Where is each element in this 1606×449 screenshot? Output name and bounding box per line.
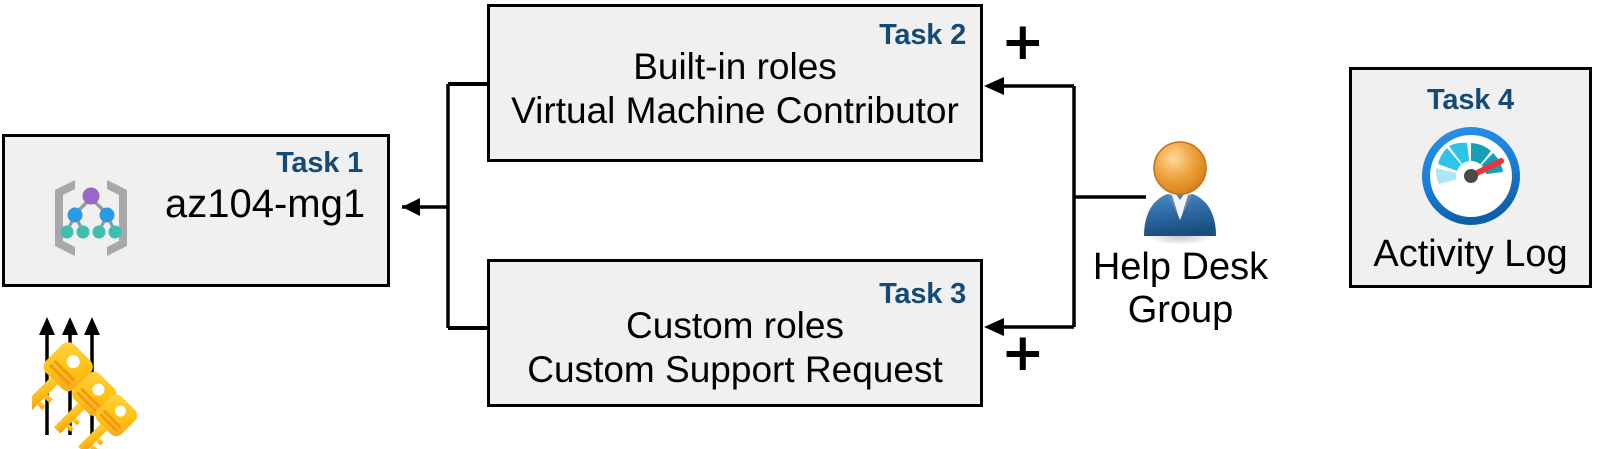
task-3-label: Task 3	[879, 278, 966, 310]
task-3-text: Custom roles Custom Support Request	[490, 304, 980, 391]
task-3-text-line2: Custom Support Request	[527, 348, 943, 390]
task-1-label: Task 1	[276, 147, 363, 179]
task-4-box[interactable]: Task 4	[1349, 67, 1592, 288]
user-person-icon	[1144, 141, 1216, 245]
task-4-label: Task 4	[1427, 84, 1514, 116]
task-2-text-line1: Built-in roles	[633, 46, 837, 87]
task-3-box[interactable]: Task 3 Custom roles Custom Support Reque…	[487, 259, 983, 407]
task-1-box[interactable]: Task 1 az104-mg1	[2, 134, 390, 287]
help-desk-group[interactable]: Help Desk Group	[1088, 138, 1273, 343]
task-3-text-line1: Custom roles	[626, 305, 844, 346]
gauge-icon	[1421, 127, 1520, 225]
keys-icon	[32, 317, 137, 449]
connector-group-to-roles	[984, 77, 1146, 336]
help-desk-group-label: Help Desk Group	[1092, 246, 1269, 332]
task-4-text: Activity Log	[1373, 233, 1568, 276]
plus-sign-task2: +	[1001, 12, 1045, 72]
task-2-text: Built-in roles Virtual Machine Contribut…	[490, 45, 980, 132]
plus-sign-task3: +	[1001, 323, 1045, 383]
task-2-label: Task 2	[879, 19, 966, 51]
task-2-text-line2: Virtual Machine Contributor	[511, 89, 959, 131]
task-2-box[interactable]: Task 2 Built-in roles Virtual Machine Co…	[487, 4, 983, 162]
task-1-text: az104-mg1	[165, 182, 366, 226]
connector-tasks-to-management-group	[402, 82, 502, 330]
management-group-icon	[55, 180, 127, 256]
